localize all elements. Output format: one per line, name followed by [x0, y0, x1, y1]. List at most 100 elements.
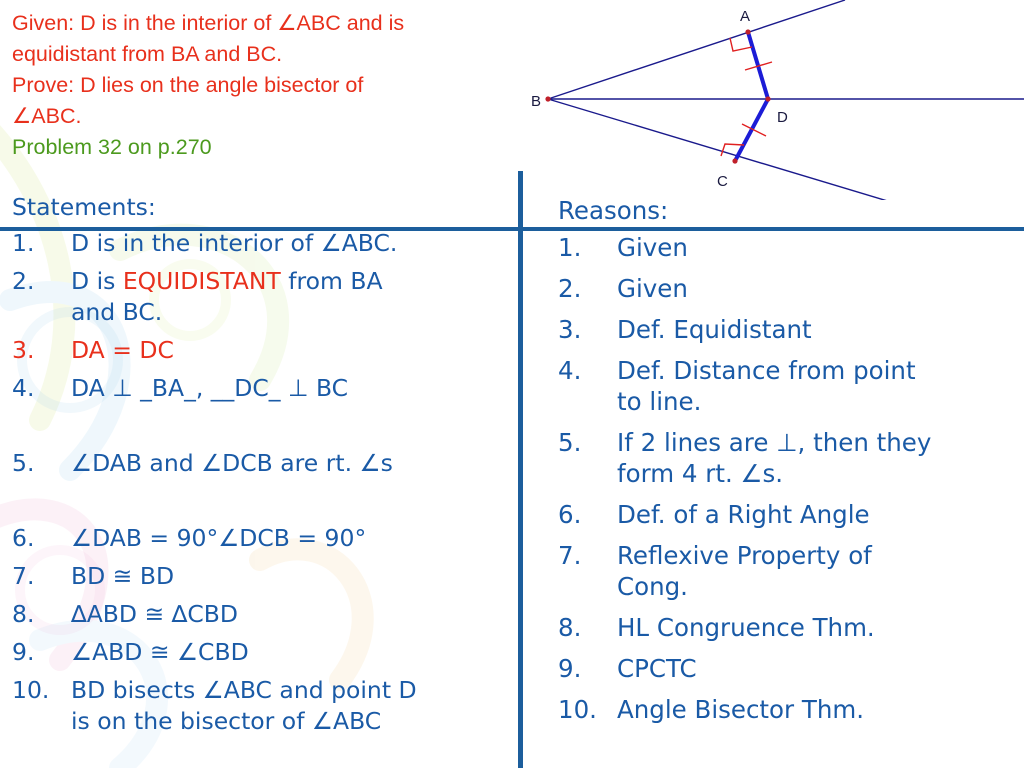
statement-number: 10. — [12, 676, 50, 704]
statement-text: D is EQUIDISTANT from BA and BC. — [71, 266, 512, 328]
statement-text-prefix: D is — [71, 267, 123, 295]
given-line-2: equidistant from BA and BC. — [12, 42, 283, 66]
statement-number: 4. — [12, 374, 35, 402]
ray-ba — [547, 0, 846, 100]
reason-item: 9. CPCTC — [558, 653, 1008, 684]
right-angle-mark-c — [720, 143, 745, 157]
reason-text-line2: Cong. — [617, 572, 688, 601]
statements-title: Statements: — [12, 193, 156, 221]
reason-item: 8. HL Congruence Thm. — [558, 612, 1008, 643]
reason-text-line1: If 2 lines are ⊥, then they — [617, 428, 932, 457]
statement-item: 8. ∆ABD ≅ ∆CBD — [12, 599, 512, 630]
reason-item: 3. Def. Equidistant — [558, 314, 1008, 345]
statement-item: 6. ∠DAB = 90°∠DCB = 90° — [12, 523, 512, 554]
point-b — [545, 96, 551, 102]
statement-item: 7. BD ≅ BD — [12, 561, 512, 592]
statement-text: BD ≅ BD — [71, 562, 175, 590]
reason-text-line1: Reflexive Property of — [617, 541, 872, 570]
point-a — [745, 29, 751, 35]
statement-item: 1. D is in the interior of ∠ABC. — [12, 228, 512, 259]
point-c — [732, 158, 738, 164]
prove-line-2: ∠ABC. — [12, 104, 82, 128]
problem-reference: Problem 32 on p.270 — [12, 135, 212, 159]
point-d — [765, 96, 771, 102]
reason-text-line2: to line. — [617, 387, 702, 416]
reason-item: 1. Given — [558, 232, 1008, 263]
reason-text: Given — [617, 274, 688, 303]
reason-number: 2. — [558, 274, 582, 303]
reason-item: 7. Reflexive Property of Cong. — [558, 540, 1008, 602]
reason-text: Def. Equidistant — [617, 315, 812, 344]
label-c: C — [717, 173, 728, 190]
statement-text: D is in the interior of ∠ABC. — [71, 229, 398, 257]
statement-number: 2. — [12, 267, 35, 295]
statement-text: ∠DAB and ∠DCB are rt. ∠s — [71, 449, 393, 477]
statement-item: 9. ∠ABD ≅ ∠CBD — [12, 637, 512, 668]
statement-item: 2. D is EQUIDISTANT from BA and BC. — [12, 266, 512, 328]
statement-text: DA ⊥ _BA_, __DC_ ⊥ BC — [71, 374, 349, 402]
angle-bisector-diagram: A B C D — [531, 0, 1024, 200]
segment-dc — [733, 98, 770, 162]
reason-text: HL Congruence Thm. — [617, 613, 875, 642]
reason-text: Def. Distance from point to line. — [617, 355, 1008, 417]
given-prove-block: Given: D is in the interior of ∠ABC and … — [12, 8, 512, 163]
reason-item: 5. If 2 lines are ⊥, then they form 4 rt… — [558, 427, 1008, 489]
prove-line-1: Prove: D lies on the angle bisector of — [12, 73, 364, 97]
reason-item: 6. Def. of a Right Angle — [558, 499, 1008, 530]
equidistant-highlight: EQUIDISTANT — [122, 267, 281, 295]
reason-text: Def. of a Right Angle — [617, 500, 870, 529]
reason-number: 9. — [558, 654, 582, 683]
statement-item: 3. DA = DC — [12, 335, 512, 366]
reason-text-line2: form 4 rt. ∠s. — [617, 459, 784, 488]
statement-text: ∆ABD ≅ ∆CBD — [71, 600, 238, 628]
statements-column: Statements: 1. D is in the interior of ∠… — [12, 192, 512, 737]
ray-bc — [547, 98, 887, 200]
reason-text: Angle Bisector Thm. — [617, 695, 865, 724]
statement-text: BD bisects ∠ABC and point D is on the bi… — [71, 675, 512, 737]
horizontal-divider — [0, 227, 1024, 231]
reason-text: Reflexive Property of Cong. — [617, 540, 1008, 602]
reason-text-line1: Def. Distance from point — [617, 356, 916, 385]
label-a: A — [740, 8, 750, 25]
reason-text: Given — [617, 233, 688, 262]
reason-number: 10. — [558, 695, 597, 724]
given-line-1: Given: D is in the interior of ∠ABC and … — [12, 11, 405, 35]
reasons-title: Reasons: — [558, 196, 669, 225]
statement-text: ∠DAB = 90°∠DCB = 90° — [71, 524, 367, 552]
reason-item: 10. Angle Bisector Thm. — [558, 694, 1008, 725]
statement-text: DA = DC — [71, 336, 174, 364]
statement-number: 8. — [12, 600, 35, 628]
vertical-divider — [518, 171, 523, 768]
congruence-tick-dc — [741, 123, 767, 137]
reasons-column: Reasons: 1. Given 2. Given 3. Def. Equid… — [558, 196, 1008, 725]
statement-text-line1: BD bisects ∠ABC and point D — [71, 676, 417, 704]
reason-number: 3. — [558, 315, 582, 344]
reason-item: 2. Given — [558, 273, 1008, 304]
reason-number: 8. — [558, 613, 582, 642]
reason-item: 4. Def. Distance from point to line. — [558, 355, 1008, 417]
statement-text: ∠ABD ≅ ∠CBD — [71, 638, 249, 666]
statement-text-suffix: from BA — [280, 267, 383, 295]
reason-number: 5. — [558, 428, 582, 457]
reason-number: 6. — [558, 500, 582, 529]
label-d: D — [777, 109, 788, 126]
reason-number: 4. — [558, 356, 582, 385]
statement-item: 10. BD bisects ∠ABC and point D is on th… — [12, 675, 512, 737]
statement-item: 5. ∠DAB and ∠DCB are rt. ∠s — [12, 448, 512, 479]
statement-item: 4. DA ⊥ _BA_, __DC_ ⊥ BC — [12, 373, 512, 404]
congruence-tick-da — [744, 61, 773, 71]
statement-number: 9. — [12, 638, 35, 666]
statement-text-line2: and BC. — [71, 298, 163, 326]
reason-number: 7. — [558, 541, 582, 570]
statement-number: 5. — [12, 449, 35, 477]
reason-text: CPCTC — [617, 654, 697, 683]
right-angle-mark-a — [729, 37, 753, 52]
label-b: B — [531, 93, 541, 110]
statement-number: 3. — [12, 336, 35, 364]
statement-number: 6. — [12, 524, 35, 552]
statement-text-line2: is on the bisector of ∠ABC — [71, 707, 382, 735]
statement-number: 1. — [12, 229, 35, 257]
statement-number: 7. — [12, 562, 35, 590]
reason-text: If 2 lines are ⊥, then they form 4 rt. ∠… — [617, 427, 1008, 489]
